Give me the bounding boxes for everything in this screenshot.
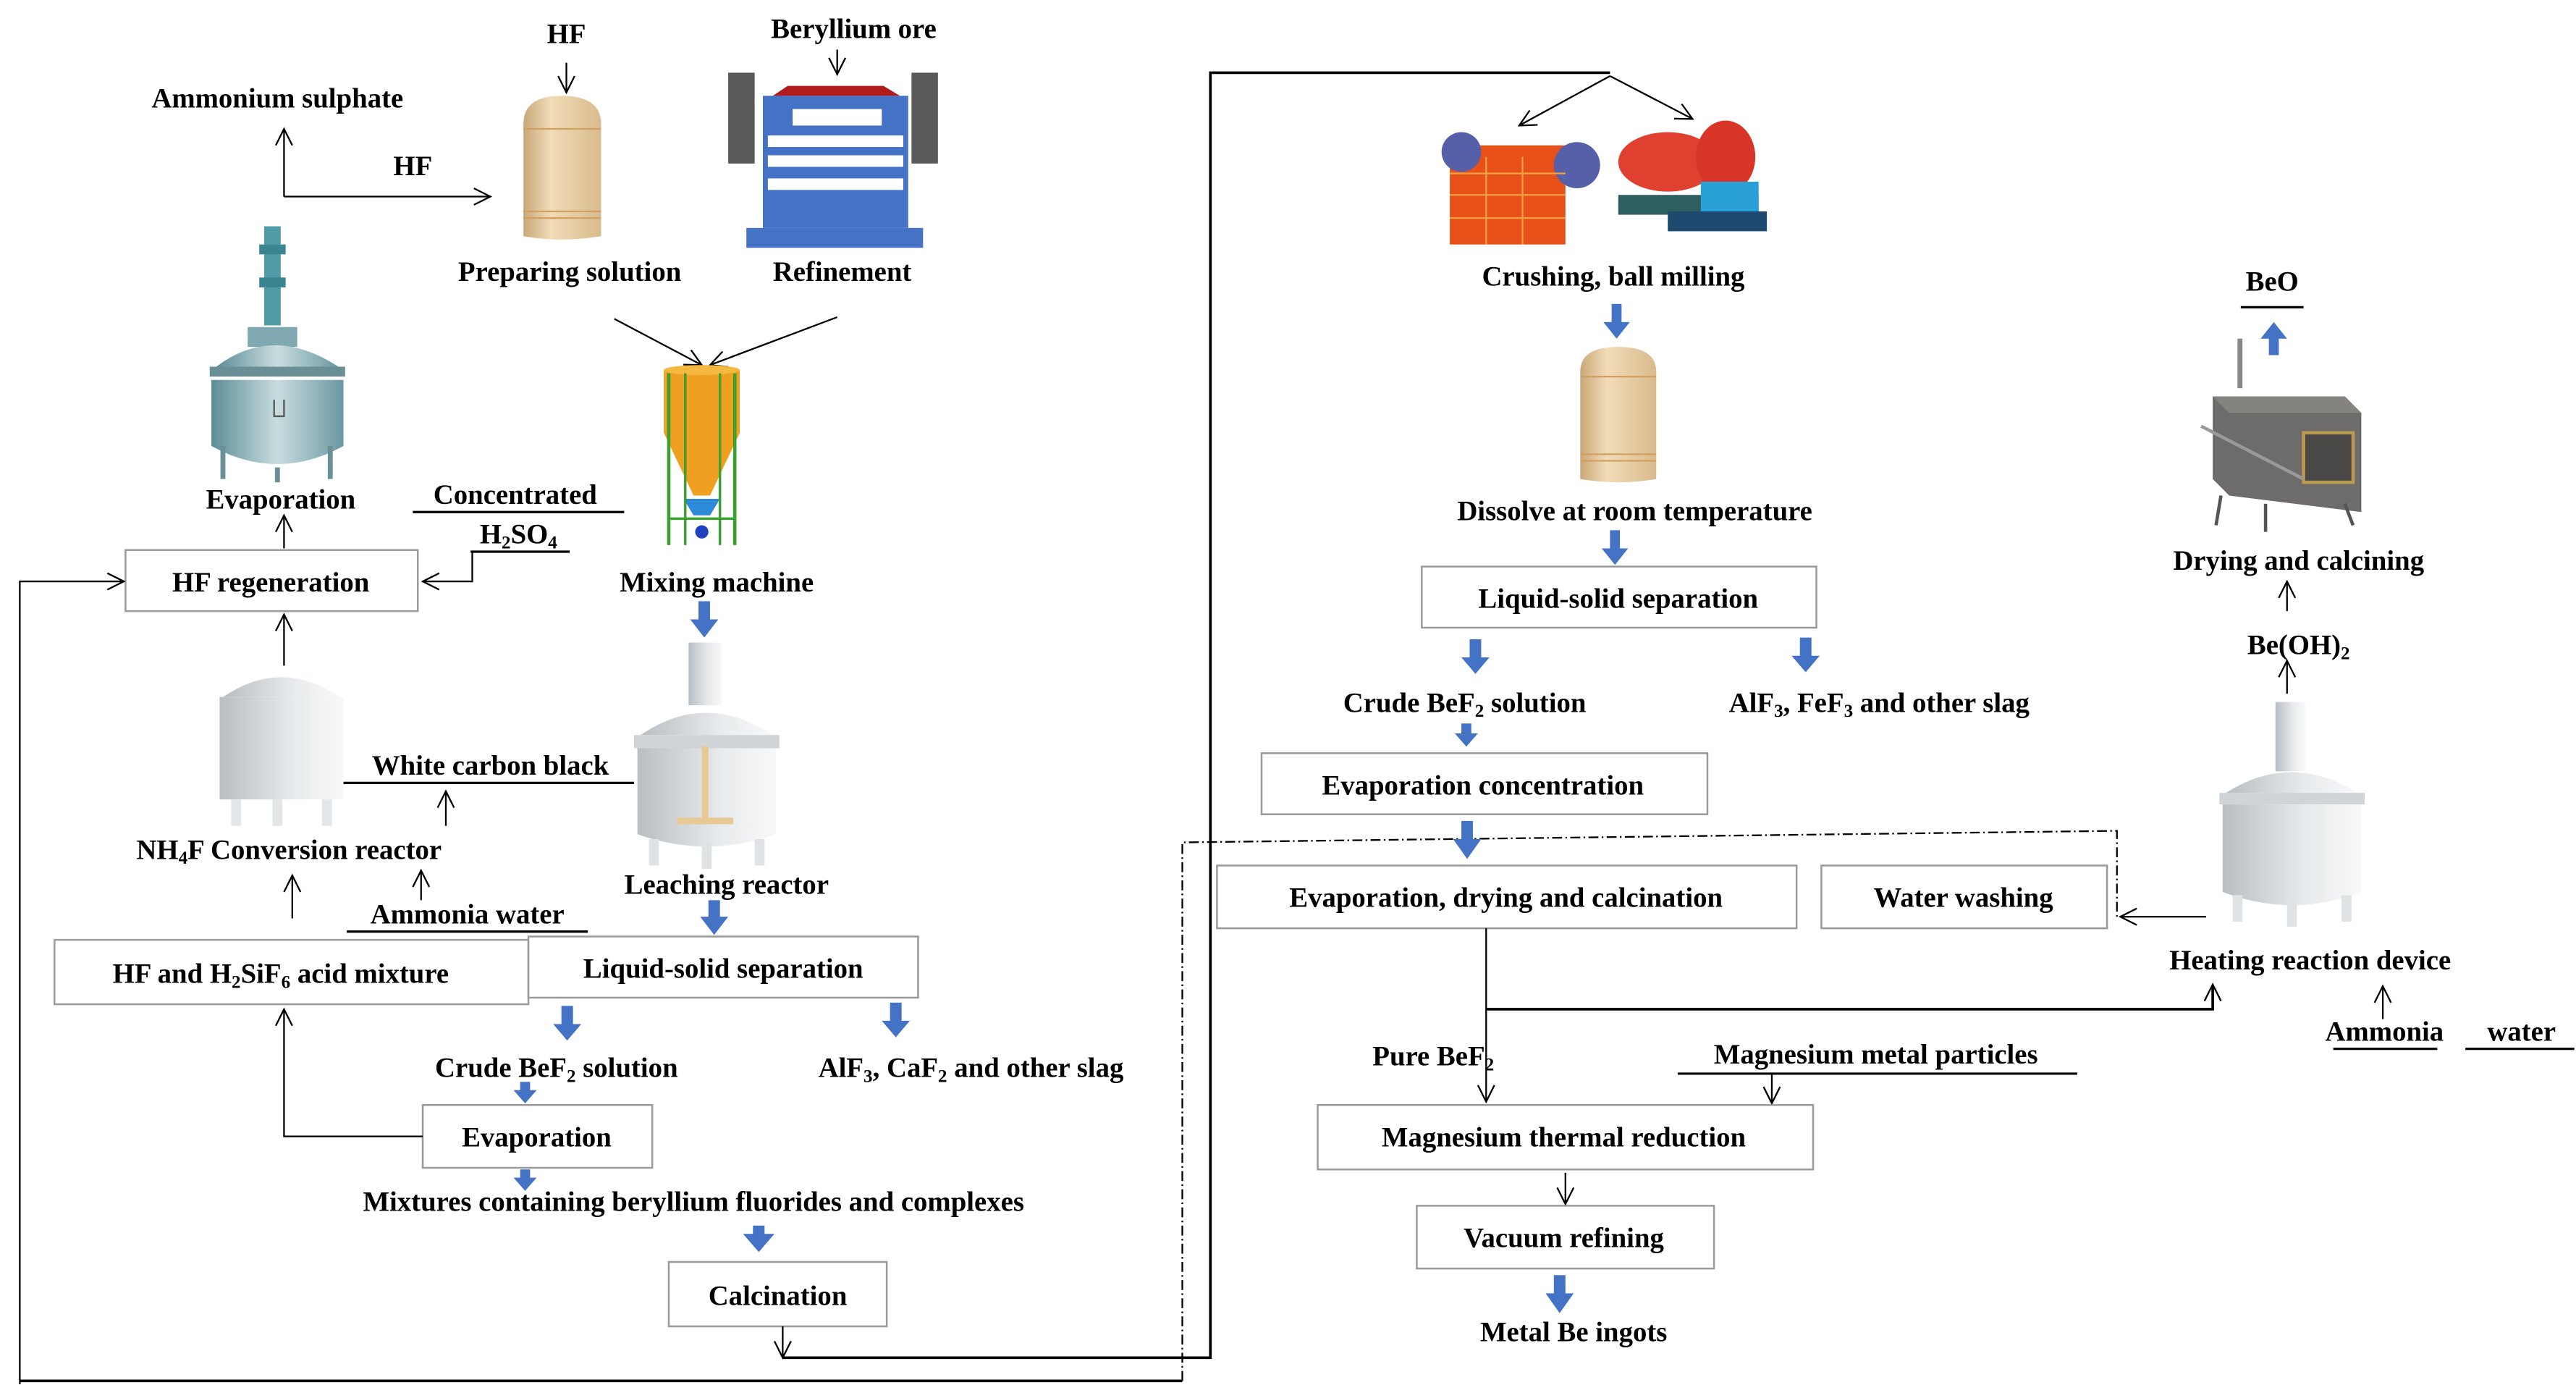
water-right-label: water [2487,1016,2556,1047]
hf-regeneration-box [124,549,419,612]
nh4f-conversion-reactor-icon [219,677,344,826]
pure-bef2-label: Pure BeF2 [1372,1041,1494,1075]
liquid-solid-separation-label-left: Liquid-solid separation [583,953,863,985]
vacuum-refining-label: Vacuum refining [1464,1222,1664,1253]
leaching-reactor-label: Leaching reactor [625,869,829,900]
crushing-ball-milling-label: Crushing, ball milling [1482,261,1744,292]
liquid-solid-separation-box-left [527,935,919,999]
metal-be-ingots-label: Metal Be ingots [1480,1317,1667,1348]
refining-to-ingots-flow-arrow [1545,1275,1574,1313]
refined-ore-to-mixer-arrow [710,316,838,365]
white-carbon-black-label: White carbon black [372,750,609,781]
mg-thermal-reduction-box [1317,1104,1815,1171]
crude-to-evaporation-flow-arrow [513,1082,537,1104]
separation-to-slag-flow-arrow [882,1002,911,1037]
dissolve-label: Dissolve at room temperature [1457,496,1812,527]
drying-calcining-label: Drying and calcining [2173,545,2424,576]
crushing-to-dissolve-flow-arrow [1603,303,1630,339]
mg-particles-label: Magnesium metal particles [1714,1039,2038,1070]
water-washing-label: Water washing [1874,883,2053,914]
heating-reaction-device-icon [2219,702,2365,927]
concentrated-label: Concentrated [434,479,598,510]
evap-drying-calcination-label: Evaporation, drying and calcination [1289,883,1723,914]
calcination-to-crushing-line [782,71,1610,1360]
vacuum-refining-box [1416,1205,1715,1270]
nh4f-conversion-label: NH4F Conversion reactor [136,834,442,868]
heating-reaction-device-label: Heating reaction device [2169,945,2451,976]
refinement-machine-icon [728,72,938,248]
h2so4-label: H2SO4 [480,519,557,553]
ammonia-right-label: Ammonia [2326,1016,2444,1047]
hf-regeneration-label: HF regeneration [172,567,369,598]
liquid-solid-separation-box-right [1421,565,1817,629]
liquid-solid-separation-label-right: Liquid-solid separation [1478,584,1758,615]
crude-bef2-label-left: Crude BeF2 solution [435,1052,678,1086]
hf-recycle-label: HF [393,151,432,182]
crude-bef2-label-right: Crude BeF2 solution [1343,687,1587,721]
recycle-boundary-dashdot [1181,830,2118,1381]
ball-mill-icon [1618,120,1768,232]
furnace-icon [2200,338,2362,532]
evap-drying-calcination-box [1216,864,1798,930]
dissolve-tank-icon [1580,347,1657,483]
concentration-to-drying-flow-arrow [1453,820,1482,859]
evaporation-reactor-icon [209,226,345,483]
evaporation-to-mixtures-flow-arrow [513,1169,537,1191]
separation-to-slag-right-flow-arrow [1791,637,1820,673]
mixtures-label: Mixtures containing beryllium fluorides … [363,1186,1024,1217]
h2so4-arrow [423,552,473,581]
evaporation-label-left: Evaporation [462,1121,612,1153]
mixing-machine-icon [664,365,740,545]
evaporation-reactor-label: Evaporation [206,484,355,515]
jaw-crusher-icon [1441,132,1600,245]
ammonium-sulphate-label: Ammonium sulphate [151,83,403,114]
drying-to-heating-line [1486,986,2214,1011]
ammonia-water-left-label: Ammonia water [371,898,565,930]
beryllium-ore-label: Beryllium ore [771,13,937,44]
calcination-box [667,1260,888,1328]
slag-label-right: AlF3, FeF3 and other slag [1729,687,2030,721]
leaching-reactor-icon [634,642,780,870]
mg-thermal-reduction-label: Magnesium thermal reduction [1382,1121,1746,1153]
beo-label: BeO [2246,266,2299,298]
evaporation-concentration-label: Evaporation concentration [1322,770,1644,801]
evaporation-box-left [421,1104,654,1169]
solution-to-mixer-arrow [614,318,702,365]
acid-mixture-label: HF and H2SiF6 acid mixture [113,958,449,992]
crude-to-concentration-flow-arrow [1454,723,1478,747]
evaporation-concentration-box [1260,752,1709,816]
water-washing-box [1820,864,2108,930]
to-ball-mill-arrow [1609,75,1692,119]
mixtures-to-calcination-flow-arrow [743,1225,774,1253]
furnace-to-beo-flow-arrow [2260,321,2287,355]
dissolve-to-separation-flow-arrow [1601,530,1629,565]
separation-to-crude-right-flow-arrow [1461,639,1490,674]
separation-to-crude-flow-arrow [553,1006,582,1041]
recycle-loop-arrow [19,581,124,1384]
leaching-to-separation-flow-arrow [700,900,729,935]
hf-input-label: HF [547,18,586,49]
slag-label-left: AlF3, CaF2 and other slag [819,1052,1124,1086]
calcination-label: Calcination [709,1280,848,1311]
beoh2-label: Be(OH)2 [2247,629,2350,663]
mixing-machine-label: Mixing machine [620,567,814,598]
to-crusher-arrow [1519,75,1610,125]
evaporation-to-acid-arrow [284,1009,423,1137]
acid-mixture-box [54,938,530,1006]
refinement-label: Refinement [773,256,912,287]
mixer-to-leaching-flow-arrow [690,601,719,638]
preparing-solution-tank-icon [523,96,601,240]
preparing-solution-label: Preparing solution [458,256,681,287]
